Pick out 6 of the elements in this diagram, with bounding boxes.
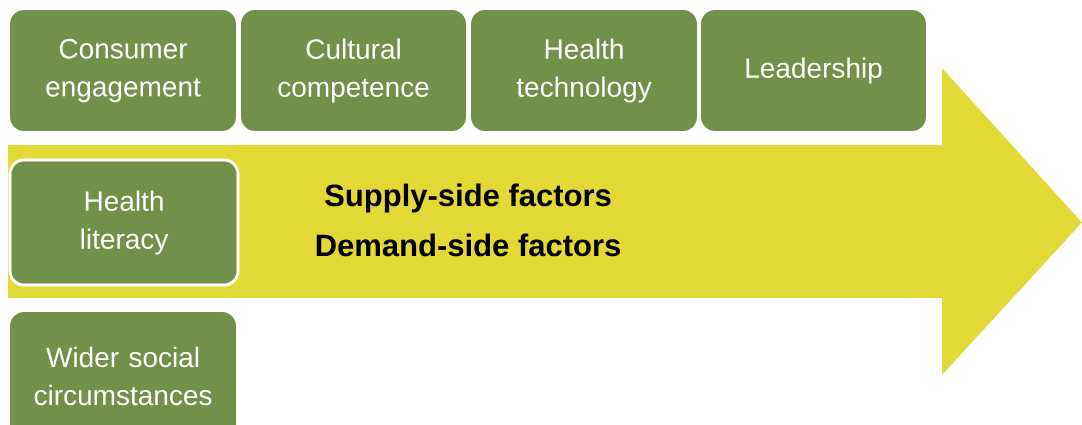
factor-box: Health technology [471, 10, 697, 131]
factor-box: Leadership [701, 10, 926, 131]
factor-box: Wider social circumstances [10, 312, 236, 425]
factor-box: Consumer engagement [10, 10, 236, 131]
factor-box: Health literacy [8, 158, 240, 287]
factor-box: Cultural competence [241, 10, 466, 131]
